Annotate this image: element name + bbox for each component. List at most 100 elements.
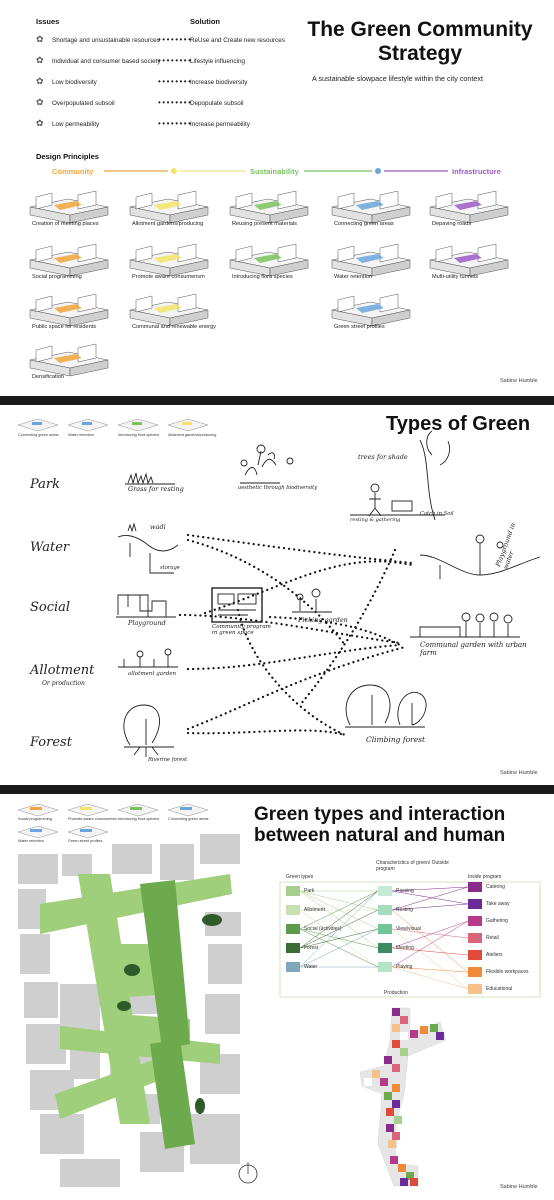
characteristic-swatch (378, 962, 392, 972)
green-type-label: Park (30, 477, 61, 492)
characteristics-header: Characteristics of green/ Outside progra… (376, 860, 449, 873)
sketch-label-picking: Picking garden (298, 616, 348, 624)
inside-program-swatch (468, 899, 482, 909)
inside-program-swatch (468, 916, 482, 926)
program-plan (359, 1007, 447, 1187)
program-tile (400, 1048, 408, 1056)
principle-label: Public space for residents (32, 324, 97, 330)
characteristic-label: Resting (396, 907, 413, 913)
principle-label: Promote aware consumerism (132, 274, 205, 280)
sketch-label-climbing: Climbing forest (366, 735, 426, 744)
legend-tile (117, 803, 159, 817)
principle-label: Water retention (334, 274, 373, 280)
characteristic-label: Playing (396, 964, 413, 970)
principle-block (331, 243, 411, 277)
characteristic-swatch (378, 943, 392, 953)
program-link (391, 966, 469, 973)
category-infrastructure: Infrastructure (452, 167, 501, 176)
program-tile (390, 1156, 398, 1164)
green-type-label: Forest (30, 735, 72, 750)
program-tile (392, 1084, 400, 1092)
principle-label: Reusing present materials (232, 221, 297, 227)
lamp-icon: ✿ (36, 118, 44, 128)
green-link (299, 890, 379, 968)
principle-block (331, 190, 411, 224)
inside-program-swatch (468, 882, 482, 892)
credit: Sabine Humble (500, 770, 538, 776)
principle-label: Depaving roads (432, 221, 472, 227)
panel-divider (0, 396, 554, 405)
credit: Sabine Humble (500, 1184, 538, 1190)
green-type-swatch (286, 943, 300, 953)
sketch-label-riverine: Riverine forest (148, 757, 188, 763)
category-sustainability: Sustainability (250, 167, 299, 176)
principle-block (129, 243, 209, 277)
green-link (299, 928, 379, 968)
program-tile (392, 1024, 400, 1032)
legend-label: Introducing flora species (118, 817, 160, 821)
program-tile (384, 1056, 392, 1064)
principle-block (331, 293, 411, 327)
program-link (391, 928, 469, 939)
credit: Sabine Humble (500, 378, 538, 384)
green-type-label: Social (30, 600, 71, 615)
green-type-swatch (286, 924, 300, 934)
principle-block (229, 190, 309, 224)
program-tile (372, 1070, 380, 1078)
characteristic-swatch (378, 924, 392, 934)
solution-header: Solution (190, 17, 220, 26)
principle-block (29, 293, 109, 327)
inside-program-label: Educational (486, 986, 513, 992)
legend-label: Connecting green areas (18, 433, 59, 437)
sketch-label-community-program: Community program in green space (212, 624, 271, 637)
types-of-green-panel: Types of Green (0, 405, 554, 785)
program-link (391, 903, 469, 911)
program-tile (396, 1148, 404, 1156)
principle-label: Introducing flora species (232, 274, 293, 280)
sketch-label-resting: resting & gathering (350, 517, 401, 523)
inside-program-label: Catering (486, 884, 505, 890)
green-type-label: Water (304, 964, 318, 970)
inside-program-swatch (468, 967, 482, 977)
issue-text: Low permeability (52, 121, 100, 128)
program-link (391, 909, 469, 973)
characteristic-swatch (378, 905, 392, 915)
sketch-label-wadi: wadi (150, 523, 166, 531)
characteristic-label: Passing (396, 888, 414, 894)
legend-tile (17, 825, 59, 839)
sketch-label-playground: Playground (128, 619, 166, 627)
program-tile (436, 1032, 444, 1040)
program-tile (392, 1064, 400, 1072)
strategy-panel: The Green Community Strategy A sustainab… (0, 0, 554, 396)
program-tile (430, 1024, 438, 1032)
issue-text: Overpopulated subsoil (52, 100, 115, 107)
interaction-title: Green types and interaction between natu… (254, 804, 505, 847)
solution-text: Increase permeability (190, 121, 250, 128)
dotted-leader: •••••••• (158, 119, 193, 128)
people-icon: ✿ (36, 55, 44, 65)
green-type-label: Allotment (304, 907, 325, 913)
dotted-leader: •••••••• (158, 35, 193, 44)
sketch-label-allotment: allotment garden (128, 671, 177, 677)
legend-tile (67, 418, 109, 432)
program-tile (394, 1116, 402, 1124)
subtitle: A sustainable slowpace lifestyle within … (312, 74, 483, 83)
issue-text: Individual and consumer based society (52, 58, 161, 65)
legend-label: Introducing flora species (118, 433, 160, 437)
legend-tile (67, 803, 109, 817)
program-tile (400, 1178, 408, 1186)
green-types-header: Green types (286, 874, 314, 880)
program-tile (392, 1008, 400, 1016)
principle-block (29, 243, 109, 277)
characteristic-label: View/visual (396, 926, 421, 932)
principle-block (129, 293, 209, 327)
principle-block (429, 243, 509, 277)
category-community: Community (52, 167, 94, 176)
legend-tile (167, 418, 209, 432)
interaction-panel: Green types and interaction between natu… (0, 794, 554, 1200)
principle-label: Connecting green areas (334, 221, 394, 227)
green-type-label: Park (304, 888, 315, 894)
principle-block (229, 243, 309, 277)
legend-tile (17, 418, 59, 432)
inside-program-label: Flexible workpaces (486, 969, 529, 975)
